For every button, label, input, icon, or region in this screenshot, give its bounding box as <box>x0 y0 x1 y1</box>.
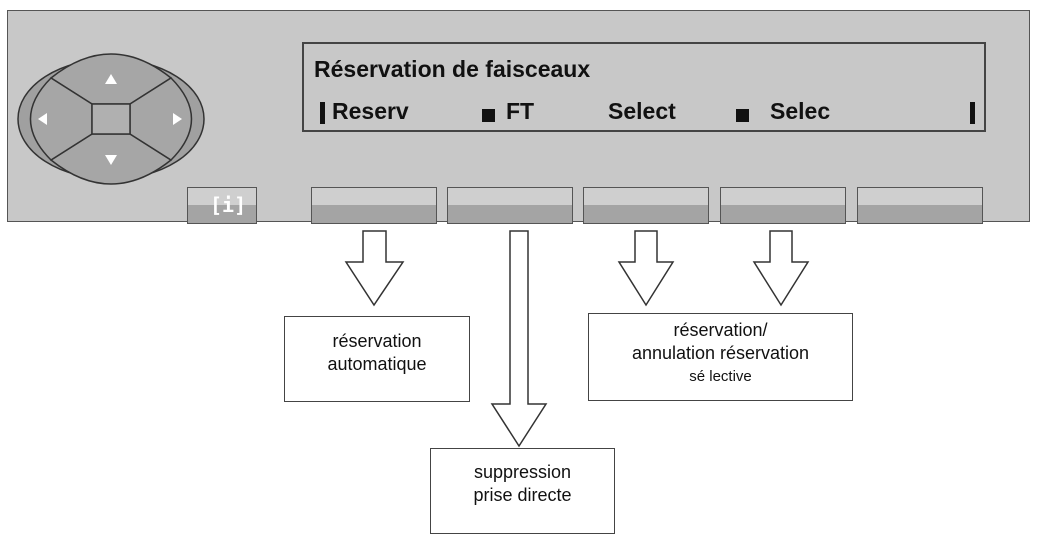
callout-ft-line-2: prise directe <box>473 485 572 505</box>
softkey-4[interactable] <box>720 187 846 224</box>
arrow-down-icon <box>617 230 675 307</box>
callout-select: réservation/ annulation réservation sé l… <box>588 313 853 401</box>
softkey-3[interactable] <box>583 187 709 224</box>
callout-reserv-line-2: automatique <box>327 354 427 374</box>
right-bar-marker <box>970 102 975 124</box>
lcd-display: Réservation de faisceaux Reserv FT Selec… <box>302 42 986 132</box>
nav-center-button[interactable] <box>91 103 131 135</box>
arrow-up-icon <box>105 74 117 84</box>
nav-right-button[interactable] <box>129 77 193 161</box>
arrow-down-icon <box>344 230 405 307</box>
lcd-title: Réservation de faisceaux <box>314 56 591 82</box>
nav-left-button[interactable] <box>29 77 93 161</box>
arrow-down-icon <box>490 230 548 448</box>
softkey-2[interactable] <box>447 187 573 224</box>
ft-marker <box>482 109 495 122</box>
selec-marker <box>736 109 749 122</box>
arrow-right-icon <box>173 113 182 125</box>
callout-ft-line-1: suppression <box>473 462 572 482</box>
softkey-label-select: Select <box>608 98 676 124</box>
softkey-label-selec: Selec <box>770 98 831 124</box>
arrow-left-icon <box>38 113 47 125</box>
arrow-down-icon <box>105 155 117 165</box>
softkey-label-ft: FT <box>506 98 535 124</box>
callout-ft: suppression prise directe <box>430 448 615 534</box>
softkey-label-reserv: Reserv <box>332 98 409 124</box>
softkey-5[interactable] <box>857 187 983 224</box>
softkey-1[interactable] <box>311 187 437 224</box>
arrow-down-icon <box>752 230 810 307</box>
callout-reserv: réservation automatique <box>284 316 470 402</box>
left-bar-marker <box>320 102 325 124</box>
callout-select-line-2: annulation réservation <box>631 343 810 363</box>
callout-select-line-3: sé lective <box>689 368 752 385</box>
info-button[interactable]: [i] <box>187 187 257 224</box>
callout-reserv-line-1: réservation <box>332 331 422 351</box>
callout-select-line-1: réservation/ <box>673 320 768 340</box>
